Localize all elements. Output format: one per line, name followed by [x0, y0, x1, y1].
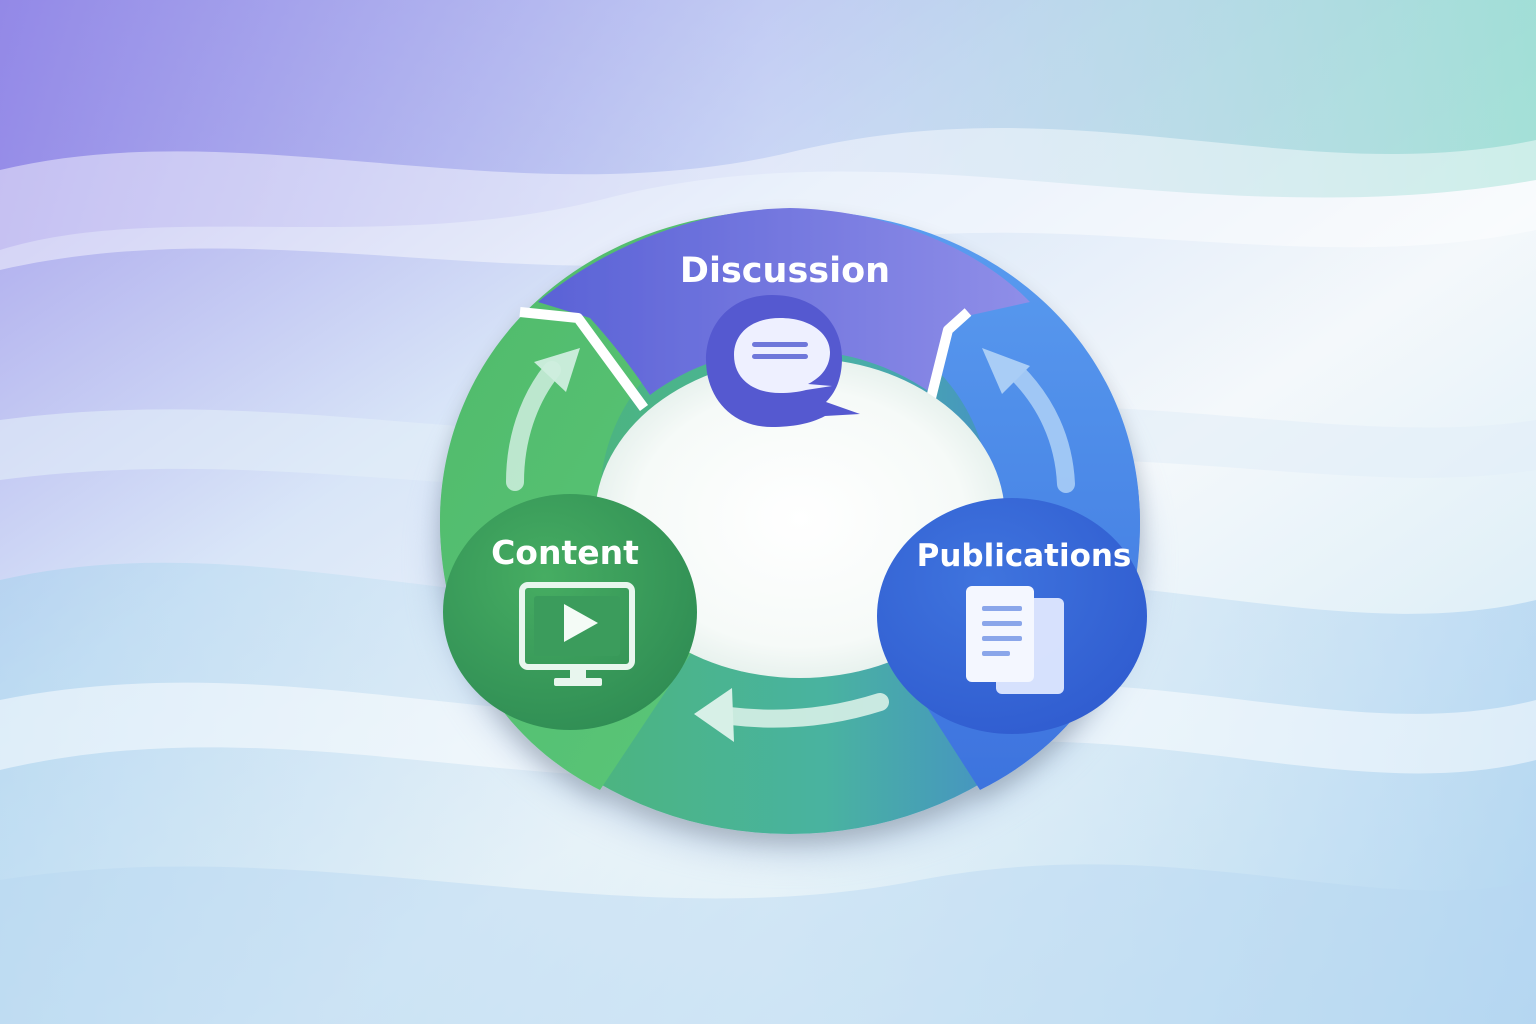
node-content-label: Content [491, 533, 639, 572]
arrow-discussion-to-publications [982, 348, 1075, 493]
documents-icon [966, 586, 1064, 694]
node-discussion-label: Discussion [680, 251, 890, 291]
speech-bubble-icon [734, 318, 832, 393]
flow-arrows [506, 348, 1075, 742]
node-publications: Publications [877, 498, 1147, 734]
separator-left [519, 307, 649, 411]
node-publications-label: Publications [917, 538, 1132, 574]
node-discussion: Discussion [680, 251, 890, 427]
arrow-content-to-discussion [506, 348, 580, 491]
node-content: Content [443, 494, 697, 730]
video-monitor-icon [519, 582, 635, 686]
arrow-publications-to-content [694, 688, 889, 742]
separator-right [925, 308, 972, 404]
